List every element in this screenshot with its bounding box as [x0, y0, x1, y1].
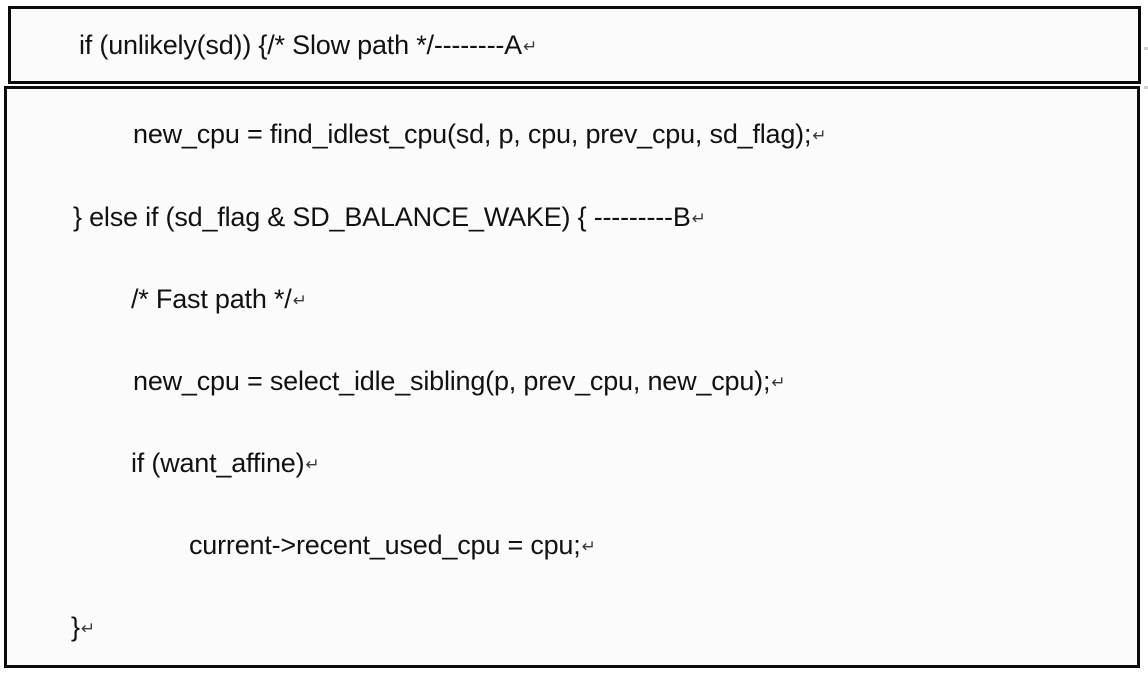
code-line-find-idlest-cpu-text: new_cpu = find_idlest_cpu(sd, p, cpu, pr…	[133, 119, 812, 149]
code-line-closing-brace-text: }	[71, 612, 80, 642]
carriage-return-icon: ↵	[771, 373, 786, 392]
code-line-if-unlikely: if (unlikely(sd)) {/* Slow path */------…	[79, 29, 537, 63]
code-line-fast-path-comment: /* Fast path */↵	[131, 283, 307, 317]
carriage-return-icon: ↵	[305, 455, 320, 474]
code-line-closing-brace: }↵	[71, 611, 95, 645]
code-line-select-idle-sibling: new_cpu = select_idle_sibling(p, prev_cp…	[133, 365, 786, 399]
code-line-else-if-balance-wake: } else if (sd_flag & SD_BALANCE_WAKE) { …	[73, 201, 706, 235]
carriage-return-icon: ↵	[812, 126, 827, 145]
code-line-if-want-affine: if (want_affine)↵	[131, 447, 320, 481]
code-line-recent-used-cpu-text: current->recent_used_cpu = cpu;	[189, 530, 581, 560]
carriage-return-icon: ↵	[691, 209, 706, 228]
code-line-if-want-affine-text: if (want_affine)	[131, 448, 305, 478]
carriage-return-icon: ↵	[522, 37, 538, 56]
code-line-find-idlest-cpu: new_cpu = find_idlest_cpu(sd, p, cpu, pr…	[133, 118, 827, 152]
code-line-recent-used-cpu: current->recent_used_cpu = cpu;↵	[189, 529, 596, 563]
carriage-return-icon: ↵	[80, 619, 96, 638]
code-body-box: new_cpu = find_idlest_cpu(sd, p, cpu, pr…	[4, 86, 1140, 668]
code-line-select-idle-sibling-text: new_cpu = select_idle_sibling(p, prev_cp…	[133, 366, 771, 396]
code-line-else-if-balance-wake-text: } else if (sd_flag & SD_BALANCE_WAKE) { …	[73, 202, 691, 232]
scan-artifact-speck-middle	[1144, 86, 1148, 89]
carriage-return-icon: ↵	[581, 537, 596, 556]
slow-path-header-box: if (unlikely(sd)) {/* Slow path */------…	[8, 6, 1141, 84]
code-line-if-unlikely-text: if (unlikely(sd)) {/* Slow path */------…	[79, 30, 522, 60]
carriage-return-icon: ↵	[292, 291, 307, 310]
scan-artifact-speck-top	[1144, 47, 1148, 50]
code-line-fast-path-comment-text: /* Fast path */	[131, 284, 292, 314]
